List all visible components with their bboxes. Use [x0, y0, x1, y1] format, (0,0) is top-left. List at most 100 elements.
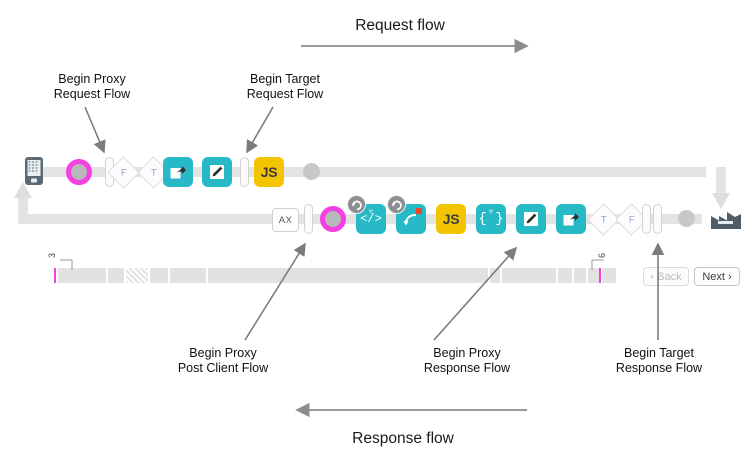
- callout-line-1: Begin Proxy: [433, 346, 501, 360]
- flow-end-dot: [303, 163, 320, 180]
- down-arrow-icon: ▿: [369, 207, 374, 216]
- response-policy-json[interactable]: { } ▿: [476, 204, 506, 234]
- revert-icon[interactable]: [347, 195, 366, 214]
- timeline-segment[interactable]: [58, 268, 106, 283]
- response-policy-code[interactable]: </> ▿: [347, 195, 386, 234]
- timeline-segment[interactable]: [588, 268, 600, 283]
- request-rail-elbow: [716, 167, 726, 195]
- pencil-icon: [210, 165, 224, 179]
- callout-line-2: Post Client Flow: [177, 361, 269, 375]
- policy-tile: [202, 157, 232, 187]
- policy-tile: [516, 204, 546, 234]
- timeline-segment[interactable]: [558, 268, 572, 283]
- share-arrow-icon: [563, 213, 579, 226]
- condition-label: T: [150, 167, 157, 178]
- request-policy-share-arrow[interactable]: [163, 157, 193, 187]
- response-step-separator-3[interactable]: [653, 204, 662, 234]
- response-policy-assign[interactable]: [387, 195, 426, 234]
- back-button[interactable]: ‹ Back: [643, 267, 689, 286]
- response-flow-title: Response flow: [352, 430, 454, 447]
- timeline-tick-label-6: 6: [597, 252, 607, 258]
- request-rail-arrowhead: [712, 193, 730, 209]
- timeline-segment[interactable]: [150, 268, 168, 283]
- request-policy-js[interactable]: JS: [254, 157, 284, 187]
- assign-icon: [403, 214, 417, 226]
- phone-icon: [25, 157, 43, 185]
- policy-tile: [387, 195, 426, 234]
- timeline-marker-end: [599, 268, 601, 283]
- request-flow-title: Request flow: [355, 17, 445, 34]
- response-flow-end-marker[interactable]: [678, 210, 695, 227]
- callout-begin-proxy-request-flow: Begin Proxy Request Flow: [17, 72, 167, 102]
- client-device-node[interactable]: [24, 156, 44, 186]
- request-condition-t[interactable]: T: [137, 156, 170, 189]
- target-server-node[interactable]: [711, 208, 741, 230]
- pencil-icon: [524, 212, 538, 226]
- response-rail-elbow: [18, 196, 28, 224]
- factory-icon: [711, 212, 741, 229]
- response-policy-pencil[interactable]: [516, 204, 546, 234]
- timeline-segment[interactable]: [490, 268, 500, 283]
- step-separator-capsule: [240, 157, 249, 187]
- response-ax-badge[interactable]: AX: [272, 208, 299, 232]
- timeline-tick-3: [54, 258, 76, 276]
- callout-begin-target-request-flow: Begin Target Request Flow: [210, 72, 360, 102]
- leader-begin-proxy-request-flow: [84, 106, 106, 154]
- down-arrow-icon: ▿: [489, 207, 494, 216]
- response-condition-t[interactable]: T: [587, 203, 620, 236]
- leader-begin-target-request-flow: [246, 106, 274, 154]
- response-condition-f[interactable]: F: [615, 203, 648, 236]
- callout-begin-target-response-flow: Begin Target Response Flow: [584, 346, 734, 376]
- request-step-separator-2[interactable]: [240, 157, 249, 187]
- flow-end-dot: [678, 210, 695, 227]
- callout-line-1: Begin Proxy: [189, 346, 257, 360]
- timeline-segment-hatched[interactable]: [126, 268, 148, 283]
- timeline-segment[interactable]: [574, 268, 586, 283]
- code-icon: </>: [360, 212, 382, 226]
- leader-begin-proxy-response-flow: [433, 246, 518, 341]
- red-flag-indicator: [416, 208, 422, 214]
- callout-begin-proxy-response-flow: Begin Proxy Response Flow: [392, 346, 542, 376]
- request-rail: [42, 167, 706, 177]
- timeline-segment[interactable]: [502, 268, 556, 283]
- json-braces-icon: { }: [478, 211, 504, 227]
- request-condition-f[interactable]: F: [107, 156, 140, 189]
- request-flow-start-marker[interactable]: [66, 159, 92, 185]
- step-separator-capsule: [642, 204, 651, 234]
- callout-begin-proxy-post-client-flow: Begin Proxy Post Client Flow: [148, 346, 298, 376]
- request-policy-pencil[interactable]: [202, 157, 232, 187]
- callout-line-2: Response Flow: [423, 361, 511, 375]
- timeline-tick-6: [588, 258, 610, 276]
- revert-icon[interactable]: [387, 195, 406, 214]
- flow-start-ring: [66, 159, 92, 185]
- flow-start-ring: [320, 206, 346, 232]
- timeline-segment[interactable]: [170, 268, 206, 283]
- response-policy-share-arrow[interactable]: [556, 204, 586, 234]
- response-step-separator-2[interactable]: [642, 204, 651, 234]
- leader-begin-proxy-post-client-flow: [244, 242, 306, 341]
- step-separator-capsule: [304, 204, 313, 234]
- policy-tile: </> ▿: [347, 195, 386, 234]
- timeline-tick-label-3: 3: [47, 252, 57, 258]
- timeline-segment[interactable]: [208, 268, 488, 283]
- share-arrow-icon: [170, 166, 186, 179]
- js-policy-tile: JS: [436, 204, 466, 234]
- timeline-segment[interactable]: [602, 268, 616, 283]
- policy-tile: { } ▿: [476, 204, 506, 234]
- timeline-marker-start: [54, 268, 56, 283]
- next-button[interactable]: Next ›: [694, 267, 740, 286]
- condition-label: T: [600, 214, 607, 225]
- trace-timeline[interactable]: [54, 268, 618, 284]
- response-policy-js[interactable]: JS: [436, 204, 466, 234]
- response-step-separator-1[interactable]: [304, 204, 313, 234]
- callout-line-1: Begin Target: [250, 72, 320, 86]
- request-flow-end-marker[interactable]: [303, 163, 320, 180]
- timeline-segment[interactable]: [108, 268, 124, 283]
- callout-line-1: Begin Proxy: [58, 72, 126, 86]
- callout-line-2: Request Flow: [246, 87, 324, 101]
- policy-tile: [556, 204, 586, 234]
- step-separator-capsule: [653, 204, 662, 234]
- response-flow-start-marker[interactable]: [320, 206, 346, 232]
- condition-label: F: [120, 167, 127, 178]
- js-policy-tile: JS: [254, 157, 284, 187]
